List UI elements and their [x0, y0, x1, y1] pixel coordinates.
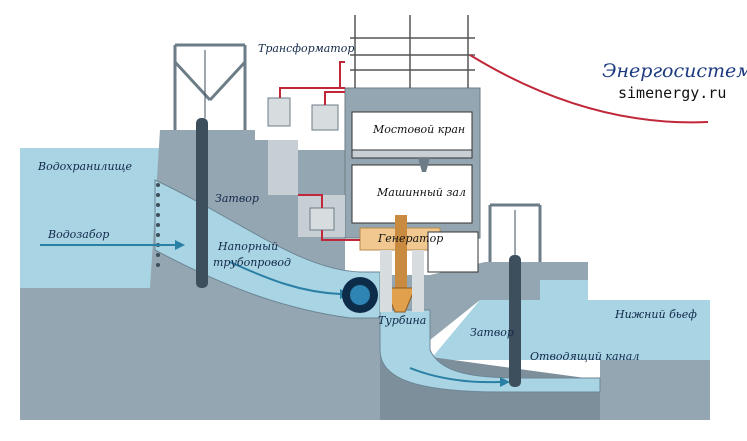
intake-arrowhead — [175, 240, 185, 250]
label-gate-lower: Затвор — [470, 326, 514, 339]
side-block-upper — [268, 140, 298, 195]
label-transformer: Трансформатор — [258, 42, 354, 55]
transformer-1 — [267, 97, 291, 127]
label-machine-hall: Машинный зал — [376, 186, 466, 199]
label-penstock-line1: Напорный — [217, 240, 278, 253]
reservoir-water — [20, 148, 165, 288]
label-generator: Генератор — [377, 232, 443, 245]
turbine-shaft — [395, 215, 407, 290]
crane-room — [351, 111, 473, 157]
label-intake: Водозабор — [47, 228, 109, 241]
power-lines — [279, 54, 709, 241]
label-tailwater: Нижний бьеф — [614, 308, 697, 321]
label-grid: Энергосистема — [602, 60, 747, 82]
draft-tube — [379, 309, 601, 393]
upper-gate-shaft — [196, 118, 208, 288]
label-bridge-crane: Мостовой кран — [372, 123, 465, 136]
transformer-2 — [311, 104, 339, 131]
upper-gate-gantry — [173, 43, 247, 130]
transformer-3 — [309, 207, 335, 231]
outlet-flow-arrowhead — [500, 377, 510, 387]
turbine-frame-left — [380, 250, 392, 312]
bridge-crane — [351, 149, 473, 159]
machine-hall-room — [351, 164, 473, 224]
penstock-flow-arrow — [229, 261, 341, 295]
label-turbine: Турбина — [378, 314, 426, 327]
trash-rack — [156, 183, 160, 267]
turbine-frame-right — [412, 250, 424, 312]
spiral-case-inner — [350, 285, 370, 305]
label-penstock-line2: трубопровод — [213, 256, 291, 269]
label-outlet-channel: Отводящий канал — [530, 350, 639, 363]
lower-gate-gantry — [488, 203, 542, 262]
lower-gate-shaft — [509, 255, 521, 387]
outlet-flow-arrow — [409, 367, 501, 384]
lower-block — [600, 360, 710, 420]
aux-room — [427, 231, 479, 273]
label-website: simenergy.ru — [618, 84, 726, 102]
label-reservoir: Водохранилище — [37, 160, 133, 173]
crane-hook — [418, 158, 430, 172]
switchyard — [350, 15, 475, 88]
label-gate-upper: Затвор — [215, 192, 259, 205]
tailwater-pool — [540, 280, 588, 302]
